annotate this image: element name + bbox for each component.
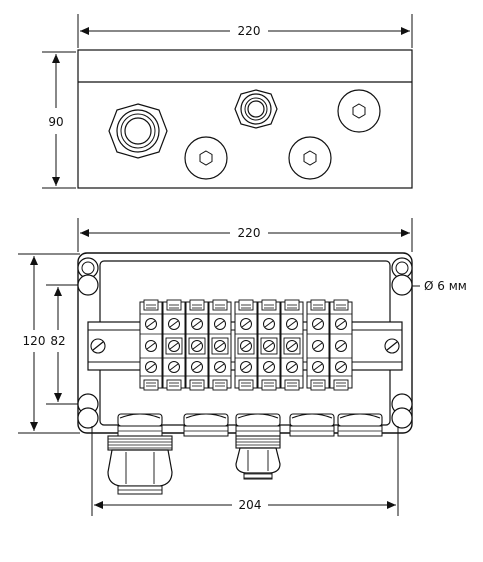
cable-gland-icon: [235, 413, 281, 437]
terminal-screw-icon: [312, 361, 324, 373]
mounting-hole-icon: [77, 274, 99, 296]
front-width-dimension: 220: [77, 218, 413, 252]
small-cable-gland-icon: [234, 89, 278, 129]
terminal-block: [257, 299, 281, 391]
mounting-hole-icon: [391, 393, 413, 429]
terminal-screw-icon: [145, 340, 157, 352]
terminal-screw-icon: [240, 318, 252, 330]
terminal-screw-icon: [168, 318, 180, 330]
terminal-screw-icon: [214, 318, 226, 330]
terminal-screw-icon: [335, 318, 347, 330]
front-height-label: 120: [23, 334, 46, 348]
terminal-block: [280, 299, 304, 391]
cable-gland-icon: [183, 413, 229, 437]
cable-gland-icon: [289, 413, 335, 437]
terminal-screw-icon: [263, 318, 275, 330]
terminal-screw-icon: [214, 340, 226, 352]
top-width-label: 220: [238, 24, 261, 38]
terminal-block-group: [139, 299, 353, 391]
terminal-screw-icon: [168, 340, 180, 352]
front-view: 220 120 82 Ø 6 мм: [18, 218, 467, 516]
terminal-screw-icon: [240, 340, 252, 352]
terminal-screw-icon: [145, 361, 157, 373]
terminal-block: [162, 299, 186, 391]
terminal-screw-icon: [168, 361, 180, 373]
cable-gland-icon: [337, 413, 383, 437]
rail-screw-icon: [384, 338, 400, 354]
terminal-block: [329, 299, 353, 391]
small-cable-gland-icon: [235, 435, 281, 480]
terminal-screw-icon: [286, 340, 298, 352]
mount-spacing-h-label: 204: [239, 498, 262, 512]
terminal-block: [208, 299, 232, 391]
terminal-block: [139, 299, 163, 391]
terminal-screw-icon: [240, 361, 252, 373]
cable-gland-icon: [117, 413, 163, 437]
terminal-screw-icon: [335, 340, 347, 352]
terminal-screw-icon: [312, 318, 324, 330]
mounting-hole-icon: [391, 274, 413, 296]
terminal-screw-icon: [191, 318, 203, 330]
terminal-block: [306, 299, 330, 391]
mounting-hole-icon: [391, 257, 413, 279]
blanking-plug-icon: [184, 136, 228, 180]
terminal-block: [185, 299, 209, 391]
terminal-block: [234, 299, 258, 391]
mount-spacing-v-label: 82: [50, 334, 65, 348]
top-view: 220 90: [42, 14, 413, 189]
terminal-screw-icon: [191, 361, 203, 373]
rail-screw-icon: [90, 338, 106, 354]
top-height-dimension: 90: [42, 51, 76, 189]
terminal-screw-icon: [263, 340, 275, 352]
terminal-screw-icon: [263, 361, 275, 373]
top-height-label: 90: [48, 115, 63, 129]
hole-diameter-label: Ø 6 мм: [424, 279, 467, 293]
blanking-plug-icon: [288, 136, 332, 180]
terminal-screw-icon: [214, 361, 226, 373]
large-cable-gland-icon: [107, 435, 173, 495]
terminal-screw-icon: [335, 361, 347, 373]
terminal-screw-icon: [145, 318, 157, 330]
top-width-dimension: 220: [77, 14, 413, 48]
cable-gland-row: [107, 413, 383, 495]
blanking-plug-icon: [337, 89, 381, 133]
mount-spacing-h-dimension: 204: [91, 426, 399, 516]
front-width-label: 220: [238, 226, 261, 240]
terminal-screw-icon: [312, 340, 324, 352]
large-cable-gland-icon: [108, 103, 168, 159]
terminal-screw-icon: [286, 318, 298, 330]
terminal-screw-icon: [191, 340, 203, 352]
mounting-hole-icon: [77, 393, 99, 429]
front-height-dimension: 120: [18, 253, 80, 434]
terminal-screw-icon: [286, 361, 298, 373]
